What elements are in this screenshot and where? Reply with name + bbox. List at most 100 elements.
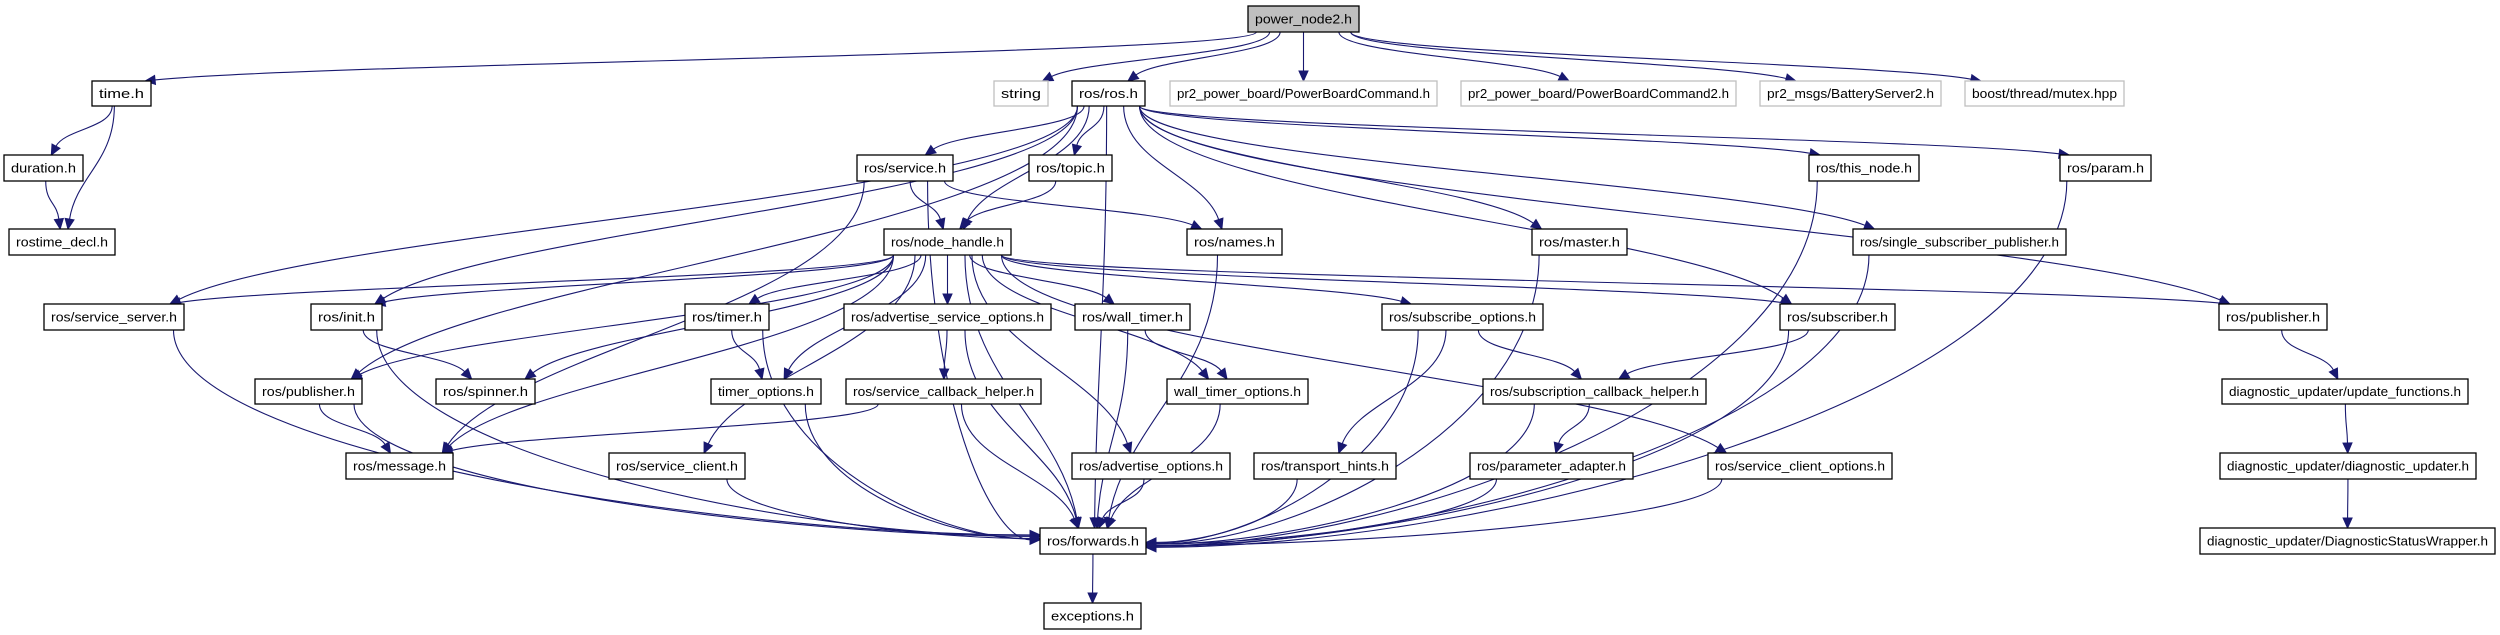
node-ros-publisher-h[interactable]: ros/publisher.h [2218,303,2328,331]
node-ros-subscription-callback-helper-h[interactable]: ros/subscription_callback_helper.h [1482,378,1707,405]
arrowhead-icon [1529,218,1543,230]
edge-ros_ros-to-this_node [1138,105,1811,154]
node-box[interactable] [310,303,383,331]
node-box[interactable] [1707,452,1893,480]
node-box[interactable] [2219,452,2477,480]
node-box[interactable] [43,303,185,331]
node-ros-node-handle-h[interactable]: ros/node_handle.h [883,228,1012,256]
arrowhead-icon [1106,516,1117,530]
arrowhead-icon [1097,516,1108,530]
node-wall-timer-options-h[interactable]: wall_timer_options.h [1166,378,1309,405]
node-label: time.h [99,87,144,101]
node-ros-service-client-options-h[interactable]: ros/service_client_options.h [1707,452,1893,480]
node-box[interactable] [1531,228,1628,256]
node-ros-single-subscriber-publisher-h[interactable]: ros/single_subscriber_publisher.h [1852,228,2067,256]
node-ros-service-h[interactable]: ros/service.h [856,154,954,182]
node-box[interactable] [1186,228,1283,256]
node-duration-h[interactable]: duration.h [3,154,84,182]
node-ros-publisher-h[interactable]: ros/publisher.h [254,378,363,405]
node-timer-options-h[interactable]: timer_options.h [710,378,822,405]
node-box[interactable] [1039,527,1147,555]
node-box[interactable] [3,154,84,182]
edge-publisher_l-to-message [318,403,386,445]
node-ros-service-server-h[interactable]: ros/service_server.h [43,303,185,331]
edge-aso-to-sch [943,329,948,370]
node-box[interactable] [1071,452,1231,480]
node-box[interactable] [608,452,746,480]
node-box[interactable] [1071,80,1146,107]
arrowhead-icon [1127,70,1140,82]
node-diagnostic-updater-diagnostic-updater-h[interactable]: diagnostic_updater/diagnostic_updater.h [2219,452,2477,480]
node-ros-service-callback-helper-h[interactable]: ros/service_callback_helper.h [845,378,1042,405]
node-box[interactable] [8,228,116,256]
node-box[interactable] [845,378,1042,405]
node-box[interactable] [1074,303,1191,331]
node-ros-wall-timer-h[interactable]: ros/wall_timer.h [1074,303,1191,331]
node-box[interactable] [435,378,536,405]
node-ros-parameter-adapter-h[interactable]: ros/parameter_adapter.h [1469,452,1634,480]
node-ros-ros-h[interactable]: ros/ros.h [1071,80,1146,107]
node-ros-advertise-options-h[interactable]: ros/advertise_options.h [1071,452,1231,480]
node-ros-topic-h[interactable]: ros/topic.h [1028,154,1113,182]
node-ros-service-client-h[interactable]: ros/service_client.h [608,452,746,480]
node-box[interactable] [1028,154,1113,182]
node-power-node2-h[interactable]: power_node2.h [1247,5,1360,33]
edge-topic-to-node_handle [965,180,1057,222]
node-rostime-decl-h[interactable]: rostime_decl.h [8,228,116,256]
node-label: ros/forwards.h [1047,535,1139,549]
edge-node_handle-to-timer [757,254,922,299]
node-box[interactable] [345,452,454,480]
node-time-h[interactable]: time.h [91,80,152,107]
arrowhead-icon [1862,220,1876,231]
node-ros-message-h[interactable]: ros/message.h [345,452,454,480]
node-label: pr2_power_board/PowerBoardCommand2.h [1468,87,1729,101]
arrowhead-icon [1102,293,1115,305]
node-box[interactable] [1852,228,2067,256]
edge-power_node2-to-time [154,31,1257,81]
node-ros-param-h[interactable]: ros/param.h [2059,154,2152,182]
node-ros-spinner-h[interactable]: ros/spinner.h [435,378,536,405]
node-box[interactable] [254,378,363,405]
node-box[interactable] [2221,378,2469,405]
node-label: ros/publisher.h [2226,311,2320,325]
node-diagnostic-updater-update-functions-h[interactable]: diagnostic_updater/update_functions.h [2221,378,2469,405]
node-ros-subscribe-options-h[interactable]: ros/subscribe_options.h [1381,303,1544,331]
node-box[interactable] [856,154,954,182]
node-box[interactable] [1247,5,1360,33]
node-box[interactable] [883,228,1012,256]
node-ros-init-h[interactable]: ros/init.h [310,303,383,331]
edge-sch-to-forwards [960,403,1075,519]
arrowhead-icon [1298,70,1309,83]
node-box[interactable] [91,80,152,107]
node-label: ros/subscriber.h [1787,311,1888,325]
node-box[interactable] [684,303,770,331]
node-box[interactable] [2059,154,2152,182]
node-box[interactable] [2199,527,2496,555]
node-box[interactable] [1469,452,1634,480]
node-ros-timer-h[interactable]: ros/timer.h [684,303,770,331]
node-box[interactable] [1166,378,1309,405]
node-diagnostic-updater-diagnosticstatuswrapper-h[interactable]: diagnostic_updater/DiagnosticStatusWrapp… [2199,527,2496,555]
node-box[interactable] [710,378,822,405]
node-ros-forwards-h[interactable]: ros/forwards.h [1039,527,1147,555]
node-exceptions-h[interactable]: exceptions.h [1043,602,1142,630]
node-ros-advertise-service-options-h[interactable]: ros/advertise_service_options.h [843,303,1052,331]
node-box[interactable] [1043,602,1142,630]
arrowhead-icon [460,367,473,380]
node-pr2-power-board-powerboardcommand-h: pr2_power_board/PowerBoardCommand.h [1169,80,1438,107]
node-box[interactable] [1779,303,1896,331]
node-box[interactable] [1808,154,1920,182]
node-ros-master-h[interactable]: ros/master.h [1531,228,1628,256]
node-label: ros/subscribe_options.h [1389,311,1536,325]
node-box[interactable] [1253,452,1397,480]
node-string: string [993,80,1049,107]
node-ros-subscriber-h[interactable]: ros/subscriber.h [1779,303,1896,331]
node-ros-names-h[interactable]: ros/names.h [1186,228,1283,256]
node-ros-transport-hints-h[interactable]: ros/transport_hints.h [1253,452,1397,480]
node-ros-this-node-h[interactable]: ros/this_node.h [1808,154,1920,182]
node-box[interactable] [843,303,1052,331]
arrowhead-icon [748,293,761,305]
node-box[interactable] [1482,378,1707,405]
node-box[interactable] [1381,303,1544,331]
node-box[interactable] [2218,303,2328,331]
